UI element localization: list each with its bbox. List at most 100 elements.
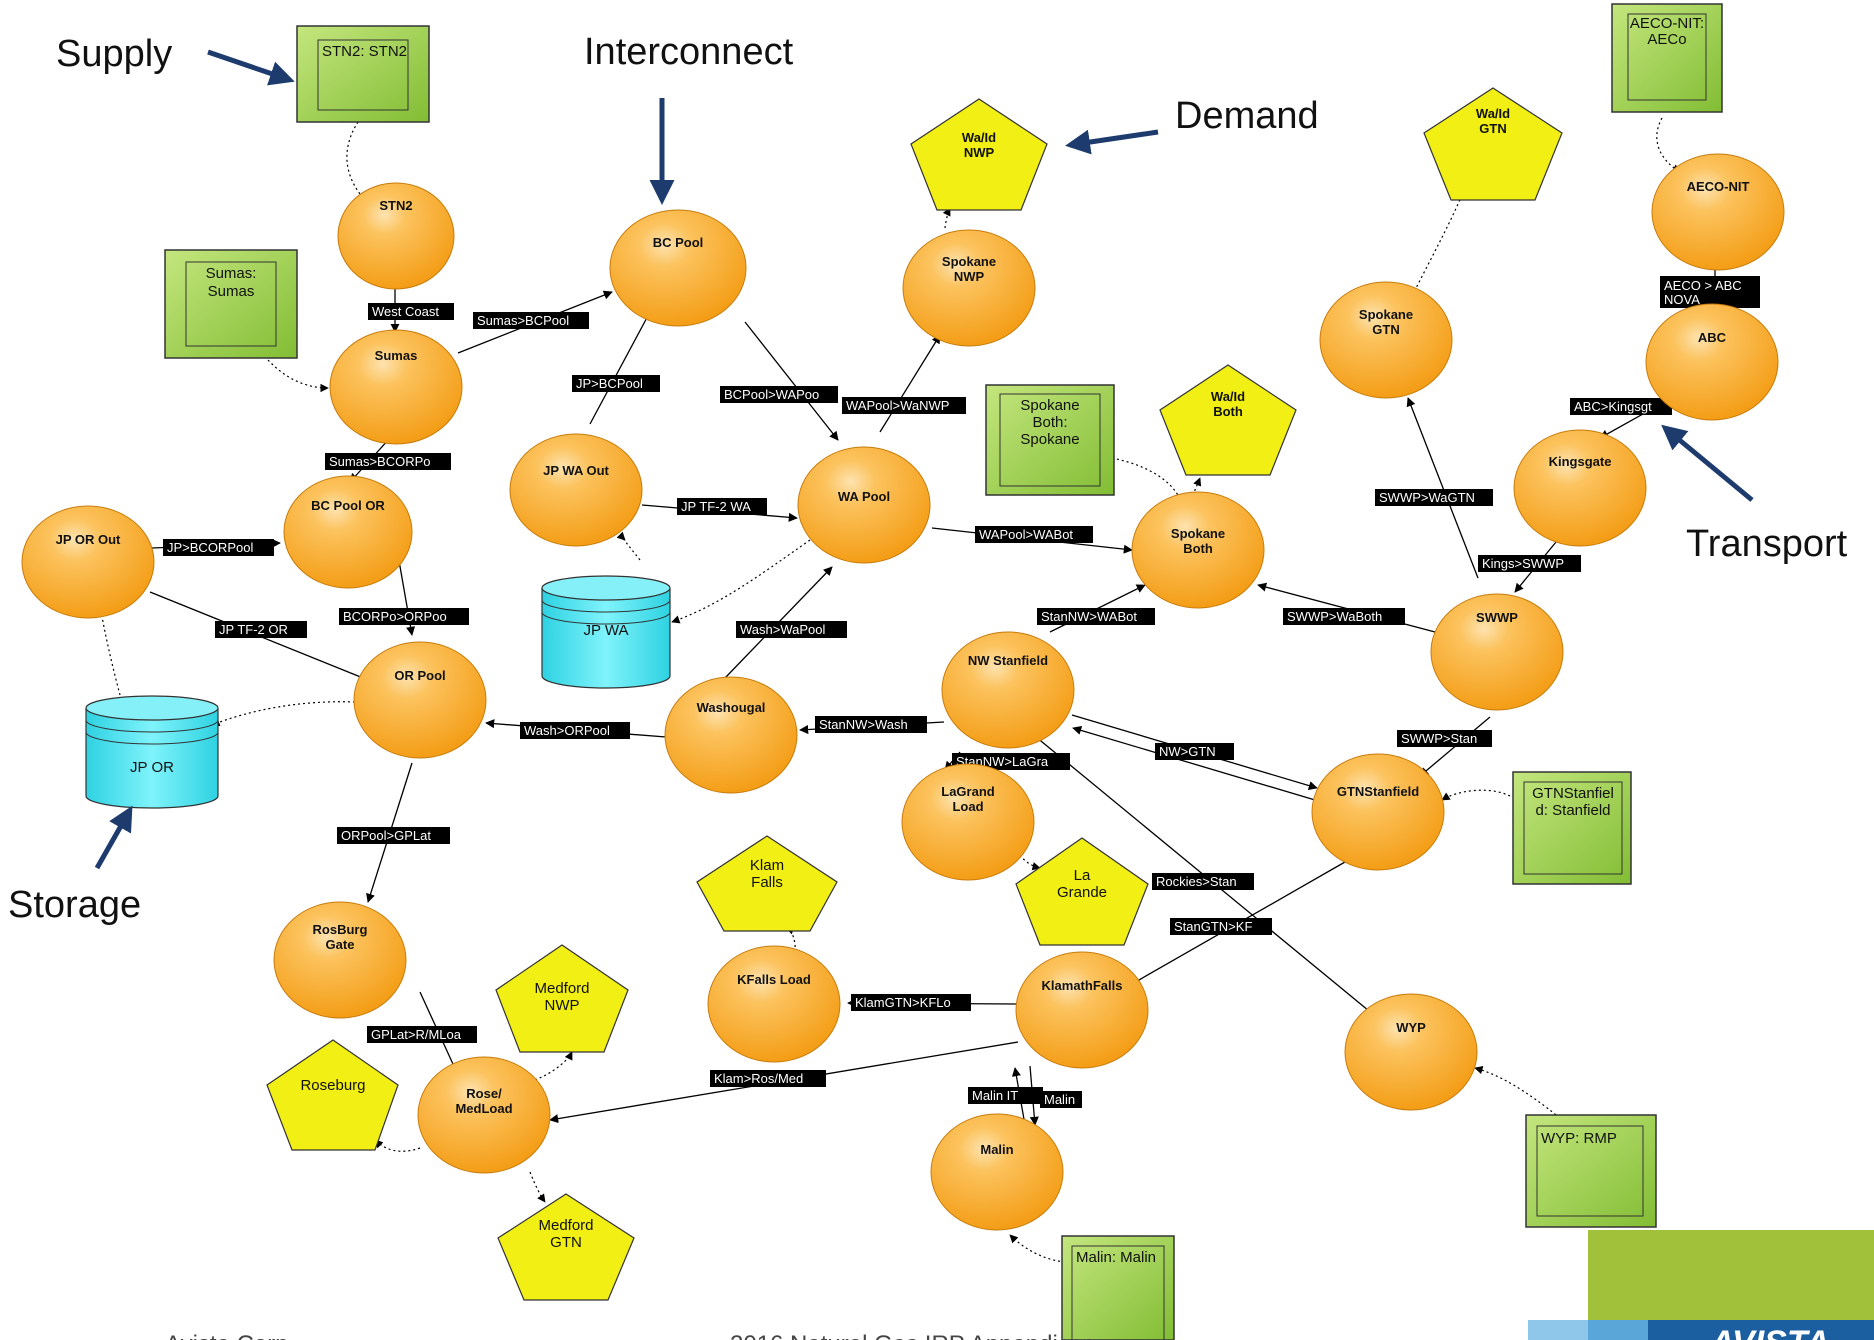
edge-gtnstanfield-nwstanfield	[1072, 725, 1316, 801]
edge-supply-wyp	[1474, 1065, 1561, 1119]
demand-roseburg-label: Roseburg	[300, 1077, 365, 1094]
hub-wa-pool-label: WA Pool	[838, 489, 890, 504]
hub-wa-pool[interactable]: WA Pool	[797, 446, 931, 564]
supply-aeco[interactable]: AECO-NIT:AECo	[1611, 3, 1723, 113]
edge-label-swwp-waboth: SWWP>WaBoth	[1283, 608, 1405, 625]
storage-jp-or[interactable]: JP OR	[85, 695, 219, 809]
hub-or-pool[interactable]: OR Pool	[353, 641, 487, 759]
demand-wa-id-nwp-line1: Wa/Id	[962, 130, 996, 145]
edge-label-jp-tf2-or: JP TF-2 OR	[215, 621, 307, 638]
hub-swwp[interactable]: SWWP	[1430, 593, 1564, 711]
supply-malin-label: Malin: Malin	[1076, 1249, 1156, 1266]
callout-demand-arrow	[1065, 129, 1159, 155]
svg-text:JP TF-2 OR: JP TF-2 OR	[219, 622, 288, 637]
hub-or-pool-label: OR Pool	[394, 668, 445, 683]
demand-medford-nwp-line1: Medford	[534, 980, 589, 997]
hub-nw-stanfield[interactable]: NW Stanfield	[941, 631, 1075, 749]
hub-aeco-nit[interactable]: AECO-NIT	[1651, 153, 1785, 271]
hub-bc-pool-or[interactable]: BC Pool OR	[283, 475, 413, 589]
edge-orpool-storage	[211, 701, 356, 727]
hub-wyp[interactable]: WYP	[1344, 993, 1478, 1111]
callout-transport-arrow	[1661, 424, 1754, 502]
aeco-abc-line2: NOVA	[1664, 292, 1700, 307]
hub-stn2[interactable]: STN2	[337, 182, 455, 290]
svg-text:Wash>WaPool: Wash>WaPool	[740, 622, 825, 637]
demand-roseburg[interactable]: Roseburg	[266, 1039, 399, 1151]
edge-bcpool-wapool	[744, 321, 839, 441]
hub-spokane-both-line1: Spokane	[1171, 526, 1225, 541]
svg-text:SWWP>Stan: SWWP>Stan	[1401, 731, 1477, 746]
supply-wyp[interactable]: WYP: RMP	[1525, 1114, 1657, 1228]
hub-kingsgate[interactable]: Kingsgate	[1513, 429, 1647, 547]
edge-rosemed-roseburg	[374, 1139, 421, 1152]
demand-wa-id-gtn-line1: Wa/Id	[1476, 106, 1510, 121]
hub-spokane-gtn-line2: GTN	[1372, 322, 1399, 337]
hub-rose-medload-line1: Rose/	[466, 1086, 502, 1101]
edge-storage-jporout	[97, 604, 121, 696]
svg-text:StanGTN>KF: StanGTN>KF	[1174, 919, 1252, 934]
hub-rose-medload[interactable]: Rose/MedLoad	[417, 1056, 551, 1174]
edge-rosemed-medfordnwp	[534, 1051, 573, 1081]
storage-jp-or-label: JP OR	[130, 759, 174, 776]
edge-wapool-storage	[671, 539, 811, 624]
supply-malin[interactable]: Malin: Malin	[1061, 1235, 1175, 1340]
hub-spokane-nwp-line1: Spokane	[942, 254, 996, 269]
demand-wa-id-both-line2: Both	[1213, 404, 1243, 419]
edge-label-nw-gtn: NW>GTN	[1155, 743, 1234, 760]
callout-transport: Transport	[1686, 523, 1848, 565]
svg-text:Klam>Ros/Med: Klam>Ros/Med	[714, 1071, 803, 1086]
hub-abc[interactable]: ABC	[1645, 303, 1779, 421]
hub-sumas[interactable]: Sumas	[329, 329, 463, 445]
hub-jp-or-out[interactable]: JP OR Out	[21, 505, 155, 619]
edge-label-gplat-rmloa: GPLat>R/MLoa	[367, 1026, 477, 1043]
hub-kfalls-load[interactable]: KFalls Load	[707, 945, 841, 1063]
supply-nodes: STN2: STN2 Sumas:Sumas AECO-NIT:AECo Spo…	[164, 3, 1723, 1340]
hub-gtnstanfield[interactable]: GTNStanfield	[1311, 753, 1445, 871]
hub-malin-label: Malin	[980, 1142, 1013, 1157]
edge-label-stannw-wash: StanNW>Wash	[815, 716, 927, 733]
demand-la-grande-line2: Grande	[1057, 884, 1107, 901]
edge-label-bcpool-wapoo: BCPool>WAPoo	[720, 386, 838, 403]
svg-text:ABC>Kingsgt: ABC>Kingsgt	[1574, 399, 1652, 414]
hub-malin[interactable]: Malin	[930, 1113, 1064, 1231]
edge-jpwaout-storage	[616, 531, 641, 561]
hub-jp-wa-out[interactable]: JP WA Out	[509, 433, 643, 547]
supply-stn2-label: STN2: STN2	[322, 43, 407, 60]
hub-bc-pool[interactable]: BC Pool	[609, 209, 747, 327]
supply-stn2[interactable]: STN2: STN2	[296, 25, 430, 123]
avista-logo-text: AVISTA	[1709, 1324, 1830, 1340]
storage-jp-wa[interactable]: JP WA	[541, 575, 671, 689]
supply-sumas[interactable]: Sumas:Sumas	[164, 249, 298, 359]
edge-label-malin: Malin	[1040, 1091, 1082, 1108]
hub-rosburg-gate-line1: RosBurg	[313, 922, 368, 937]
svg-text:West Coast: West Coast	[372, 304, 439, 319]
edge-supply-stn2	[346, 121, 366, 201]
hub-washougal[interactable]: Washougal	[664, 676, 798, 794]
hub-lagrand-load-line1: LaGrand	[941, 784, 995, 799]
svg-text:Sumas>BCPool: Sumas>BCPool	[477, 313, 569, 328]
svg-text:Kings>SWWP: Kings>SWWP	[1482, 556, 1564, 571]
hub-klamathfalls[interactable]: KlamathFalls	[1015, 951, 1149, 1069]
